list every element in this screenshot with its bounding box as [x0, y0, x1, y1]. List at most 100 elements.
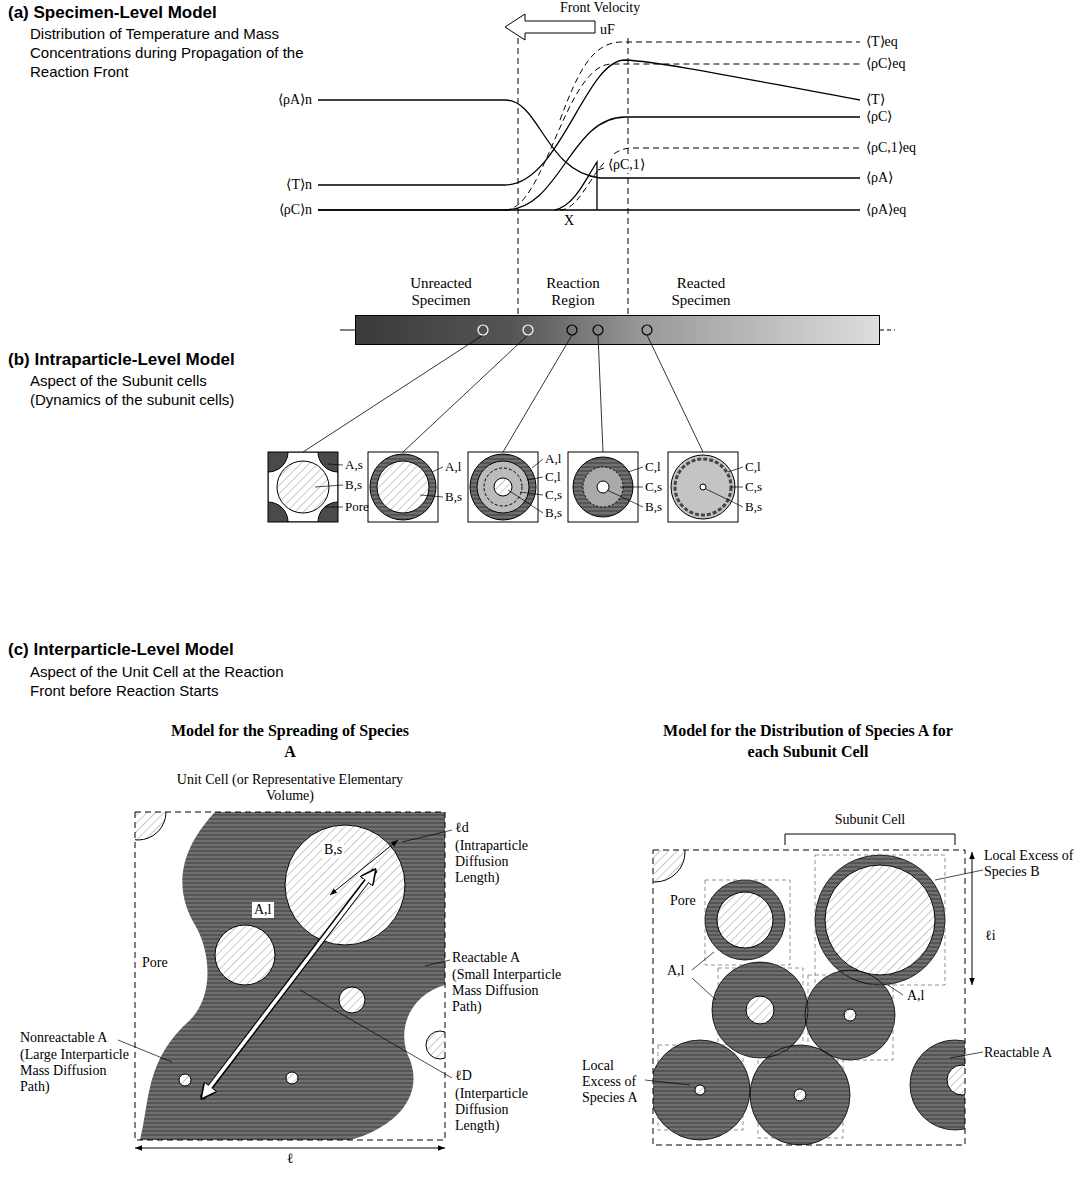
drawing-part — [910, 1040, 965, 1130]
drawing-part — [268, 452, 338, 522]
label: Reactable A — [984, 1045, 1078, 1061]
drawing-part — [560, 148, 860, 210]
label: Pore — [142, 955, 168, 971]
drawing-part — [593, 325, 603, 335]
label: B,s — [745, 499, 762, 515]
label: B,s — [545, 505, 562, 521]
drawing-part — [135, 812, 445, 1140]
drawing-part — [206, 876, 371, 1092]
label: Subunit Cell — [800, 812, 940, 828]
drawing-part — [653, 850, 965, 1101]
unit-cell-distribution — [625, 822, 1000, 1145]
drawing-part — [583, 467, 623, 507]
drawing-part — [377, 461, 429, 513]
label: Aspect of the Unit Cell at the Reaction — [30, 662, 283, 681]
drawing-part — [728, 467, 743, 472]
drawing-part — [555, 162, 597, 210]
label: A,l — [252, 902, 274, 918]
drawing-part — [527, 477, 543, 480]
drawing-part — [935, 870, 983, 880]
drawing-part — [628, 467, 643, 472]
drawing-part — [653, 850, 965, 1145]
label: ⟨ρC⟩ — [866, 108, 892, 125]
drawing-part — [303, 335, 703, 452]
label: ⟨ρA⟩n — [278, 91, 312, 108]
drawing-part — [425, 960, 450, 966]
drawing-part — [910, 1040, 965, 1130]
label: Front Velocity — [560, 0, 640, 16]
drawing-part — [355, 315, 880, 345]
label: C,s — [745, 479, 762, 495]
drawing-part — [645, 1080, 690, 1085]
drawing-part — [477, 461, 529, 513]
label: (Interparticle Diffusion Length) — [455, 1086, 555, 1134]
drawing-part — [620, 487, 643, 488]
label: C,l — [645, 459, 661, 475]
drawing-part — [135, 812, 445, 1140]
drawing-part — [705, 880, 785, 960]
drawing-part — [318, 60, 860, 185]
drawing-part — [695, 1085, 705, 1095]
label: Unit Cell (or Representative Elementary … — [165, 772, 415, 804]
drawing-part — [653, 1040, 750, 1140]
drawing-part — [705, 880, 790, 965]
drawing-part — [523, 325, 533, 335]
drawing-part — [746, 996, 774, 1024]
label: B,s — [645, 499, 662, 515]
drawing-part — [285, 825, 405, 945]
drawing-part — [880, 330, 895, 331]
label: A,l — [445, 459, 461, 475]
drawing-part — [692, 978, 716, 1000]
label: A,l — [545, 451, 561, 467]
drawing-part — [712, 962, 808, 1058]
drawing-part — [286, 1072, 298, 1084]
drawing-part — [370, 454, 436, 520]
specimen-bar: Unreacted SpecimenReaction RegionReacted… — [355, 315, 880, 345]
label: Front before Reaction Starts — [30, 681, 218, 700]
drawing-part — [653, 855, 965, 1145]
drawing-part — [318, 100, 860, 178]
drawing-part — [785, 834, 955, 845]
drawing-part — [432, 467, 443, 472]
drawing-part — [653, 850, 965, 1145]
label: ⟨ρC⟩n — [279, 201, 312, 218]
drawing-part — [215, 925, 275, 985]
drawing-part — [325, 507, 343, 508]
label: Pore — [668, 893, 698, 909]
drawing-part — [825, 865, 935, 975]
drawing-part — [645, 870, 983, 1085]
label: Local Excess of Species A — [582, 1058, 648, 1106]
drawing-part — [815, 855, 945, 985]
drawing-part — [675, 459, 731, 515]
drawing-part — [888, 985, 903, 995]
section-heading: (a) Specimen-Level Model — [8, 3, 217, 23]
drawing-part — [647, 335, 703, 452]
drawing-part — [339, 987, 365, 1013]
label: C,s — [645, 479, 662, 495]
drawing-part — [268, 452, 338, 522]
drawing-part — [597, 481, 609, 493]
drawing-part — [808, 975, 893, 1060]
label: A,s — [345, 457, 363, 473]
label: Local Excess of Species B — [984, 848, 1078, 880]
label: uF — [600, 22, 615, 38]
label: C,s — [545, 487, 562, 503]
label: ⟨T⟩eq — [866, 33, 898, 50]
drawing-part — [700, 484, 706, 490]
drawing-part — [426, 1031, 445, 1059]
drawing-part — [478, 325, 488, 335]
label: A,l — [905, 988, 927, 1004]
drawing-part — [712, 962, 808, 1058]
drawing-part — [484, 468, 522, 506]
drawing-part — [607, 490, 643, 507]
label: ℓi — [985, 928, 996, 944]
drawing-part — [642, 325, 652, 335]
drawing-part — [300, 990, 452, 1078]
drawing-part — [505, 64, 860, 210]
drawing-part — [653, 855, 965, 1145]
label: A,l — [665, 963, 687, 979]
drawing-part — [518, 38, 519, 345]
drawing-part — [805, 970, 895, 1060]
drawing-part — [135, 1148, 445, 1149]
drawing-part — [315, 485, 343, 487]
